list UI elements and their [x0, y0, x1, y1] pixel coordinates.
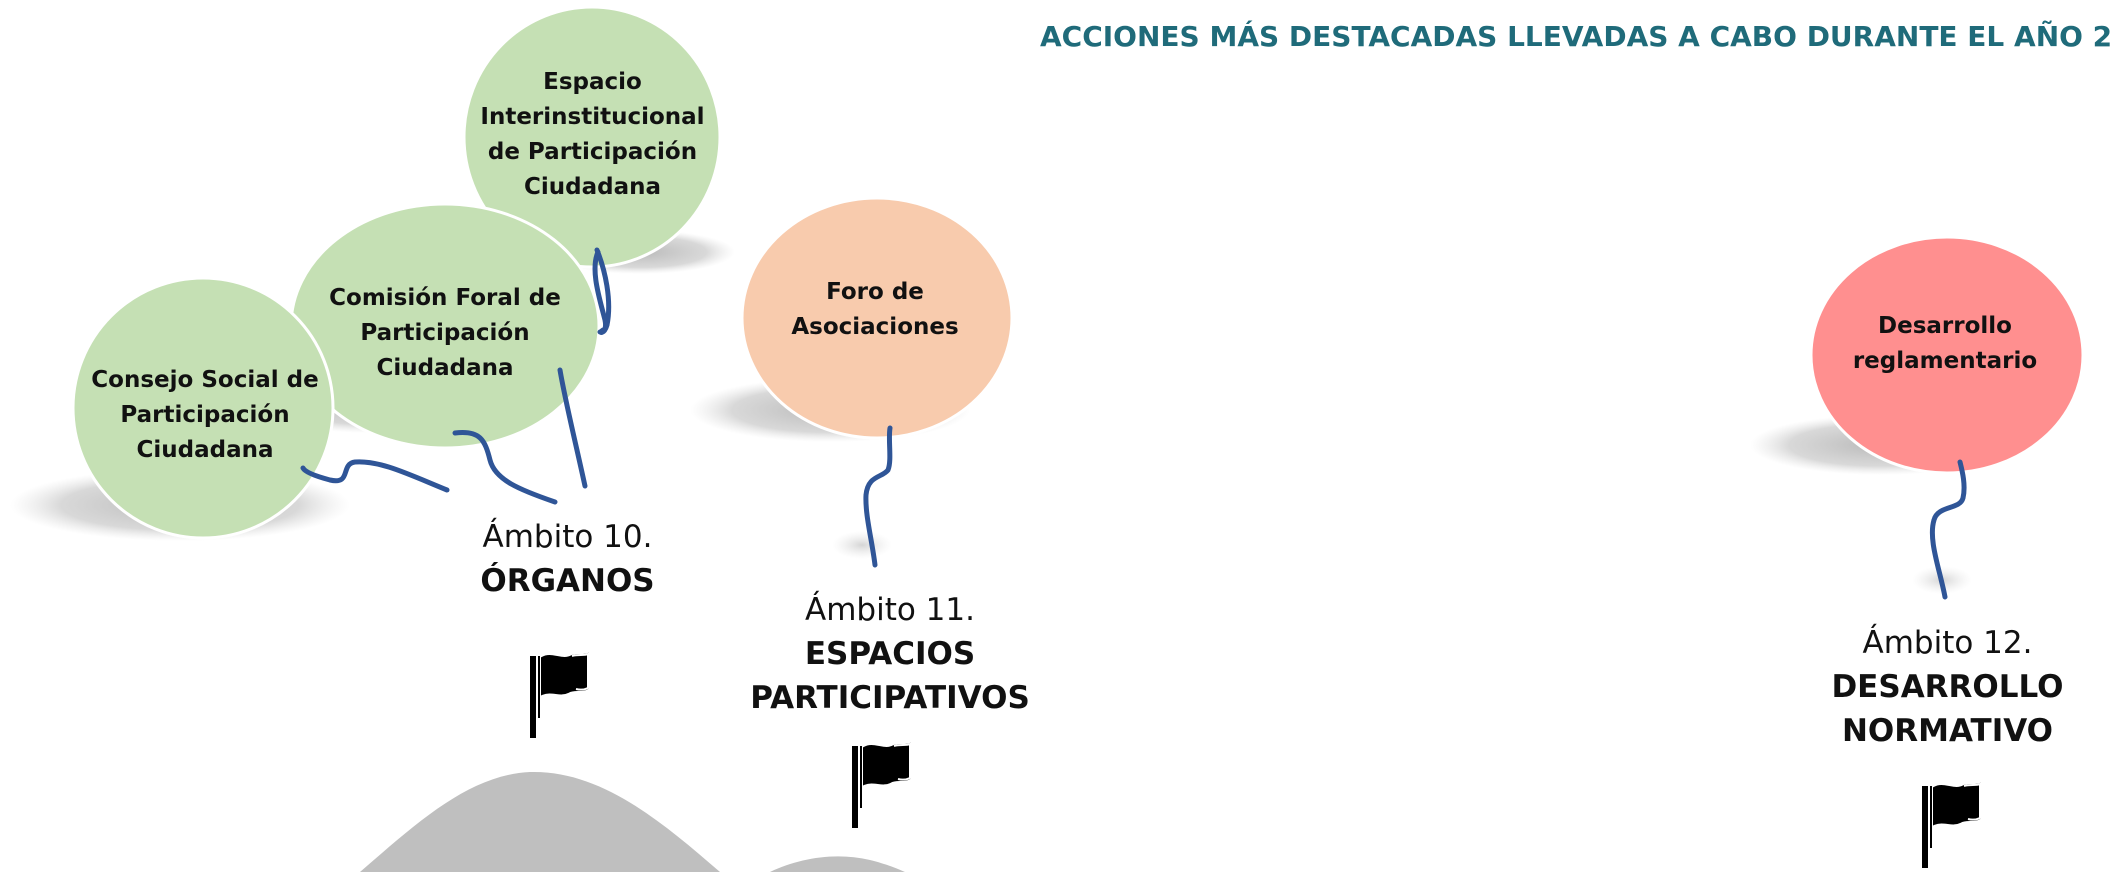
ambito-11-name-line1: ESPACIOS [804, 636, 976, 672]
ambito-12-name-line1: DESARROLLO [1831, 669, 2064, 705]
flag-icon [530, 652, 589, 738]
string-shadow-11 [832, 531, 892, 559]
ambito-10-number: Ámbito 10. [482, 519, 653, 555]
consejo-label: Consejo Social de Participación Ciudadan… [91, 366, 319, 463]
string-foro [863, 425, 893, 568]
foro-bubble [740, 196, 1014, 440]
desarrollo-bubble [1809, 235, 2085, 475]
string-comision [452, 429, 558, 505]
desarrollo-label: Desarrollo reglamentario [1852, 312, 2038, 374]
ambito-12: Ámbito 12. DESARROLLO NORMATIVO [1820, 621, 2075, 753]
ambito-12-name-line2: NORMATIVO [1841, 713, 2054, 749]
ambito-11-name-line2: PARTICIPATIVOS [750, 680, 1030, 716]
string-desarrollo [1929, 459, 1967, 600]
foro-label: Foro de Asociaciones [791, 278, 959, 340]
mountain-left [360, 771, 720, 872]
mountain-right [770, 856, 905, 872]
consejo-bubble [71, 276, 335, 540]
espacio-label: Espacio Interinstitucional de Participac… [480, 69, 705, 200]
string-espacio-upper [592, 249, 608, 335]
page-title: ACCIONES MÁS DESTACADAS LLEVADAS A CABO … [1040, 20, 2112, 53]
comision-label: Comisión Foral de Participación Ciudadan… [329, 284, 561, 381]
ambito-10-name: ÓRGANOS [480, 563, 655, 599]
ambito-12-number: Ámbito 12. [1862, 625, 2033, 661]
flag-icon [852, 742, 911, 828]
ambito-11-number: Ámbito 11. [805, 592, 975, 628]
ambito-11: Ámbito 11. ESPACIOS PARTICIPATIVOS [750, 588, 1030, 720]
flag-icon [1922, 782, 1981, 868]
string-consejo [300, 459, 450, 493]
espacio-bubble [462, 5, 722, 269]
ambito-10: Ámbito 10. ÓRGANOS [440, 515, 695, 603]
